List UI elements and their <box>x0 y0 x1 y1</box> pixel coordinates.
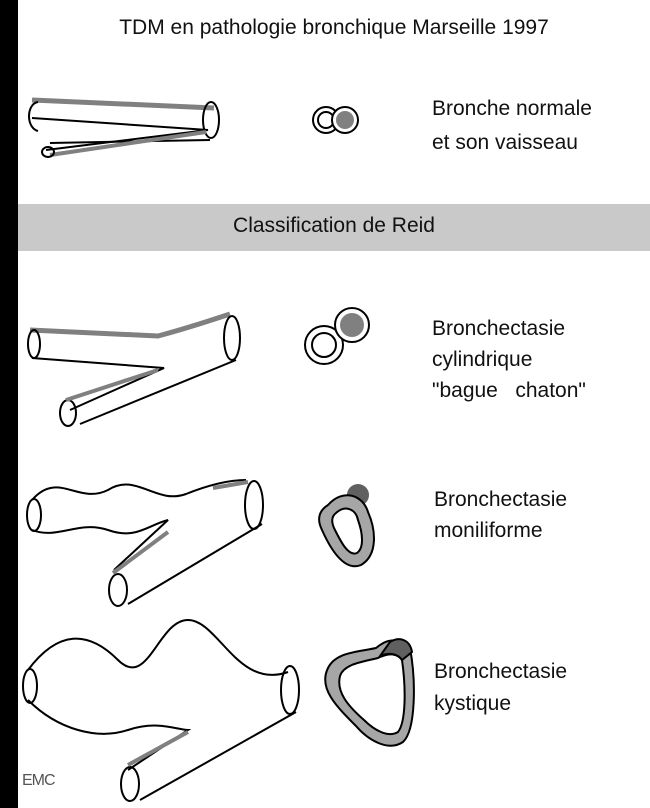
moniliform-label-line-1: Bronchectasie <box>434 484 567 515</box>
cylindrical-label-line-3: "bague chaton" <box>432 375 586 406</box>
cystic-cross-section <box>325 639 414 745</box>
moniliform-label-line-2: moniliforme <box>434 515 543 546</box>
cylindrical-label-line-1: Bronchectasie <box>432 313 565 344</box>
diagram-panel: TDM en pathologie bronchique Marseille 1… <box>18 0 650 808</box>
cystic-bronchus-drawing <box>23 620 299 801</box>
normal-label-line-1: Bronche normale <box>432 93 592 124</box>
normal-bronchus-drawing <box>29 100 219 157</box>
cylindrical-label-line-2: cylindrique <box>432 344 532 375</box>
cystic-label-line-1: Bronchectasie <box>434 656 567 687</box>
cylindrical-cross-section <box>305 308 369 364</box>
cystic-label-line-2: kystique <box>434 688 511 719</box>
cylindrical-bronchus-drawing <box>28 314 240 426</box>
moniliform-bronchus-drawing <box>27 480 263 606</box>
emc-logo: EMC <box>22 772 55 790</box>
normal-label-line-2: et son vaisseau <box>432 127 578 158</box>
normal-cross-section <box>313 107 358 133</box>
moniliform-cross-section <box>319 484 374 566</box>
